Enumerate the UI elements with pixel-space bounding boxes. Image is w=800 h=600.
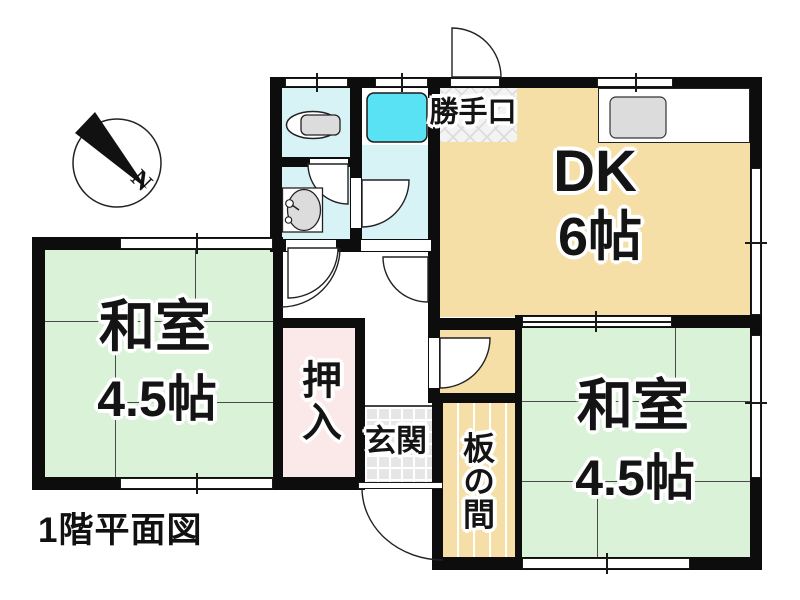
washroom-door-gap <box>310 158 348 166</box>
dk-room-label: DK <box>553 139 637 204</box>
tatami-line <box>597 481 598 557</box>
alcove-door-gap <box>429 338 439 388</box>
hall-west-door-swing-outer-arc <box>280 247 341 308</box>
tatami-line <box>115 322 116 477</box>
window-tick <box>745 402 767 404</box>
bathtub-icon <box>366 92 428 143</box>
faucet-spout-icon <box>291 204 300 211</box>
genkan-label: 玄関 <box>365 423 427 459</box>
wall-alcove-south <box>433 393 520 403</box>
dk-size-label: 6帖 <box>557 207 643 267</box>
hall-door-gap-west <box>286 240 336 251</box>
window-tick <box>595 311 597 332</box>
tatami-line <box>45 321 273 322</box>
tatami-line <box>522 481 750 482</box>
fixtures <box>281 92 667 233</box>
washitsu-left-size-label: 4.5帖 <box>97 371 217 427</box>
katteguchi-door-swing <box>451 27 502 78</box>
tatami-line <box>195 250 196 321</box>
hall-east-door-swing <box>382 256 429 303</box>
window-tick <box>635 73 637 92</box>
window-tick <box>196 233 198 254</box>
hall-door-gap-east <box>361 240 431 251</box>
tatami-line <box>115 402 273 403</box>
kitchen-sink-icon <box>609 96 667 139</box>
genkan-tile-floor <box>365 407 432 483</box>
sliding-door-track-line <box>523 321 671 323</box>
wall-north <box>270 77 762 88</box>
wall-washitsu-left-east <box>273 237 283 490</box>
compass: N <box>72 112 162 208</box>
katteguchi-mat <box>440 88 517 142</box>
window-washitsu-right-east <box>751 335 761 478</box>
window-tick <box>316 73 318 92</box>
washitsu-left-floor <box>45 250 273 477</box>
wall-washitsu-right-west <box>515 328 522 557</box>
bath-door-gap <box>351 178 361 228</box>
window-tick <box>606 553 608 574</box>
window-tick <box>401 73 403 92</box>
tatami-line <box>675 328 676 401</box>
wall-oshiire-north <box>273 318 365 328</box>
oshiire-floor <box>283 328 355 477</box>
wall-toilet-west <box>270 77 282 250</box>
door-swings <box>280 27 502 561</box>
window-tick <box>745 242 767 244</box>
washitsu-right-size-label: 4.5帖 <box>575 450 695 506</box>
katteguchi-opening <box>450 78 500 87</box>
wall-oshiire-east <box>355 318 365 488</box>
itanoma-label: 板の間 <box>459 431 495 531</box>
faucet-handle-icon <box>284 216 293 224</box>
alcove-door-swing <box>439 337 491 389</box>
genkan-step-line <box>365 405 432 407</box>
compass-needle-icon <box>75 112 147 189</box>
window-dk-east <box>751 168 761 315</box>
itanoma-floor <box>443 403 515 557</box>
bath-door-swing <box>361 179 410 228</box>
plan-title: 1階平面図 <box>38 511 203 550</box>
washbasin-icon <box>286 188 322 232</box>
entrance-door-swing-arc <box>361 487 444 561</box>
toilet-tank-icon <box>300 114 341 136</box>
entrance-door-leaf <box>358 482 443 489</box>
oshiire-label: 押入 <box>296 359 340 443</box>
hall-west-door-swing <box>287 247 339 299</box>
washitsu-right-floor <box>522 328 750 557</box>
washitsu-right-room-label: 和室 <box>577 374 689 437</box>
sliding-door-dk-washitsu <box>522 316 672 327</box>
window-tick <box>196 473 198 494</box>
wall-alcove-north <box>435 318 520 330</box>
faucet-icon <box>285 199 294 208</box>
katteguchi-label: 勝手口 <box>429 96 517 129</box>
wall-west <box>32 237 45 490</box>
washitsu-left-room-label: 和室 <box>99 295 211 358</box>
tatami-line <box>522 401 750 402</box>
